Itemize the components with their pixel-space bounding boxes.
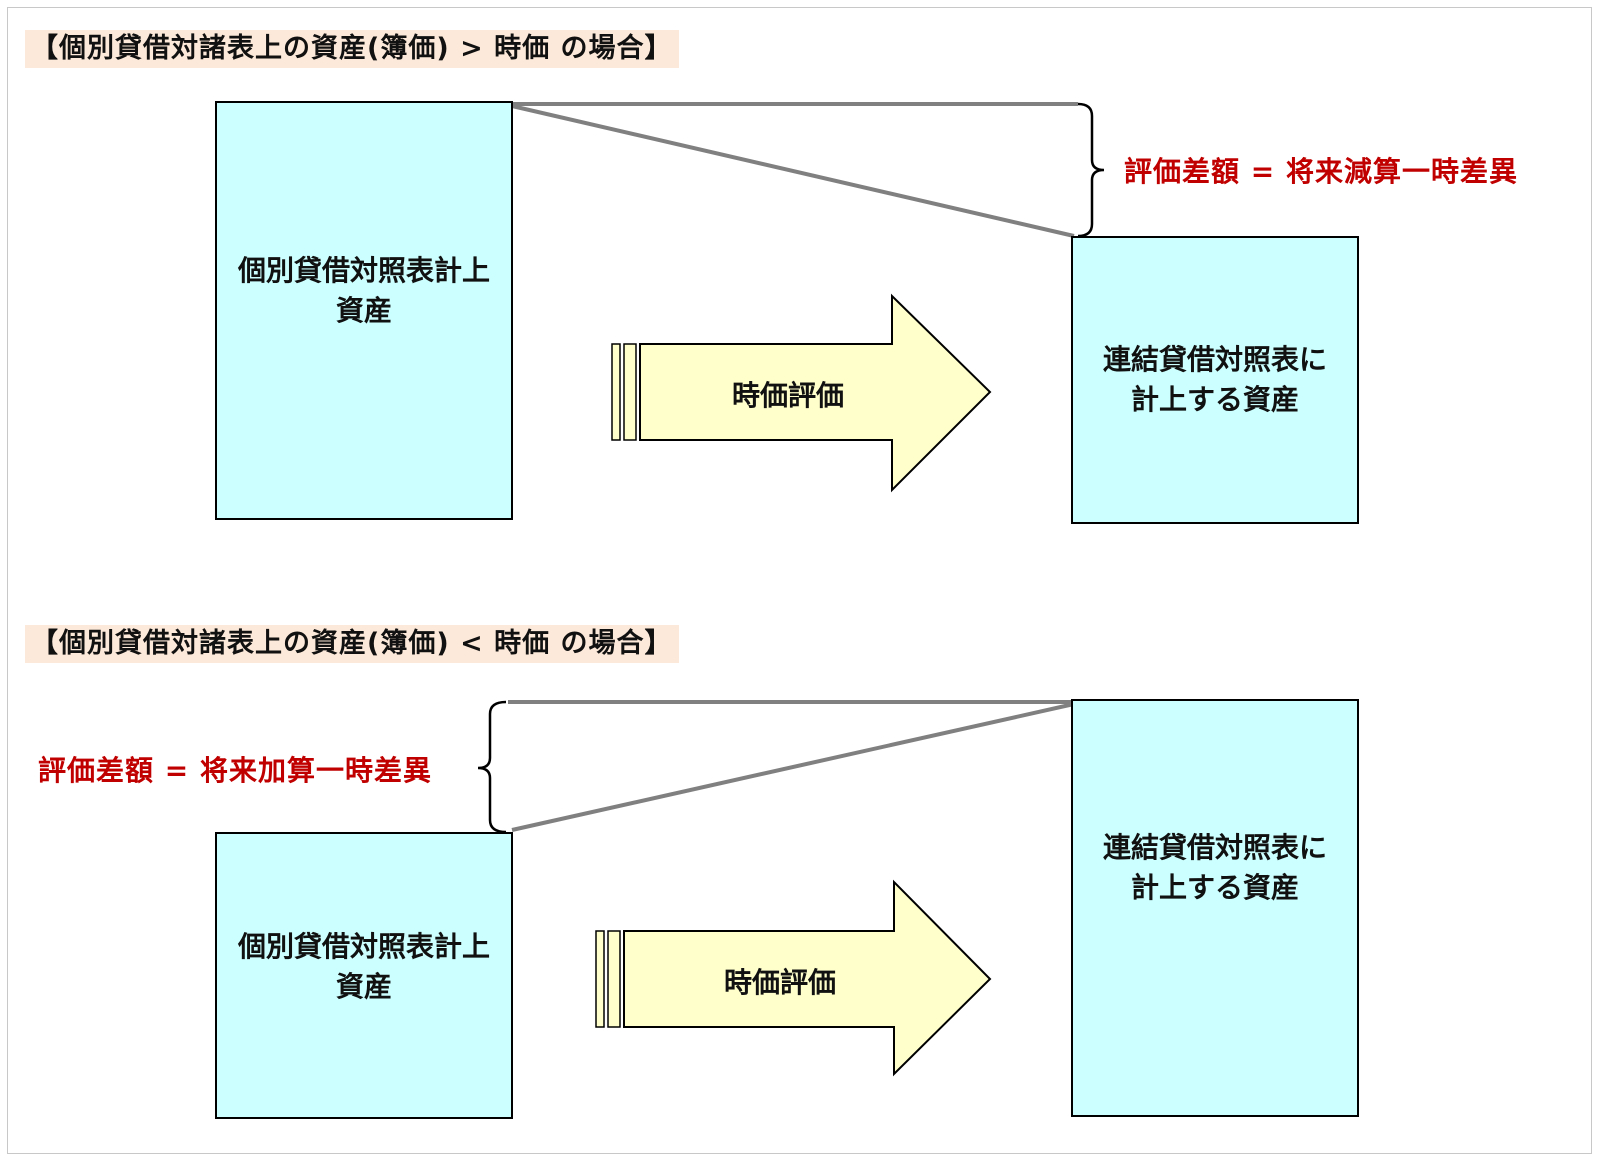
scenario-greater-arrow bbox=[611, 293, 992, 493]
scenario-greater-brace bbox=[1077, 102, 1105, 238]
scenario-greater-difference-label: 評価差額 = 将来減算一時差異 bbox=[1124, 155, 1518, 188]
scenario-less-consolidated-label: 連結貸借対照表に 計上する資産 bbox=[1102, 831, 1327, 904]
scenario-greater-arrow-label: 時価評価 bbox=[732, 379, 845, 412]
scenario-less-brace bbox=[477, 700, 507, 834]
scenario-less-heading: 【個別貸借対諸表上の資産(簿価) < 時価 の場合】 bbox=[25, 625, 679, 663]
scenario-less-consolidated-box: 連結貸借対照表に 計上する資産 bbox=[1071, 699, 1359, 1117]
scenario-less-diagonal-line bbox=[511, 702, 1075, 832]
scenario-less-arrow-label: 時価評価 bbox=[724, 966, 837, 999]
scenario-greater-heading: 【個別貸借対諸表上の資産(簿価) > 時価 の場合】 bbox=[25, 30, 679, 68]
diagram-frame bbox=[7, 7, 1592, 1154]
scenario-greater-book-value-box: 個別貸借対照表計上 資産 bbox=[215, 101, 513, 520]
scenario-less-book-value-label: 個別貸借対照表計上 資産 bbox=[237, 929, 490, 1003]
scenario-less-book-value-box: 個別貸借対照表計上 資産 bbox=[215, 832, 513, 1119]
scenario-greater-book-value-label: 個別貸借対照表計上 資産 bbox=[237, 253, 490, 327]
scenario-less-difference-label: 評価差額 = 将来加算一時差異 bbox=[38, 754, 432, 787]
scenario-greater-diagonal-line bbox=[511, 104, 1075, 238]
scenario-less-arrow bbox=[595, 879, 992, 1077]
scenario-greater-consolidated-box: 連結貸借対照表に 計上する資産 bbox=[1071, 236, 1359, 524]
scenario-greater-consolidated-label: 連結貸借対照表に 計上する資産 bbox=[1102, 343, 1327, 416]
